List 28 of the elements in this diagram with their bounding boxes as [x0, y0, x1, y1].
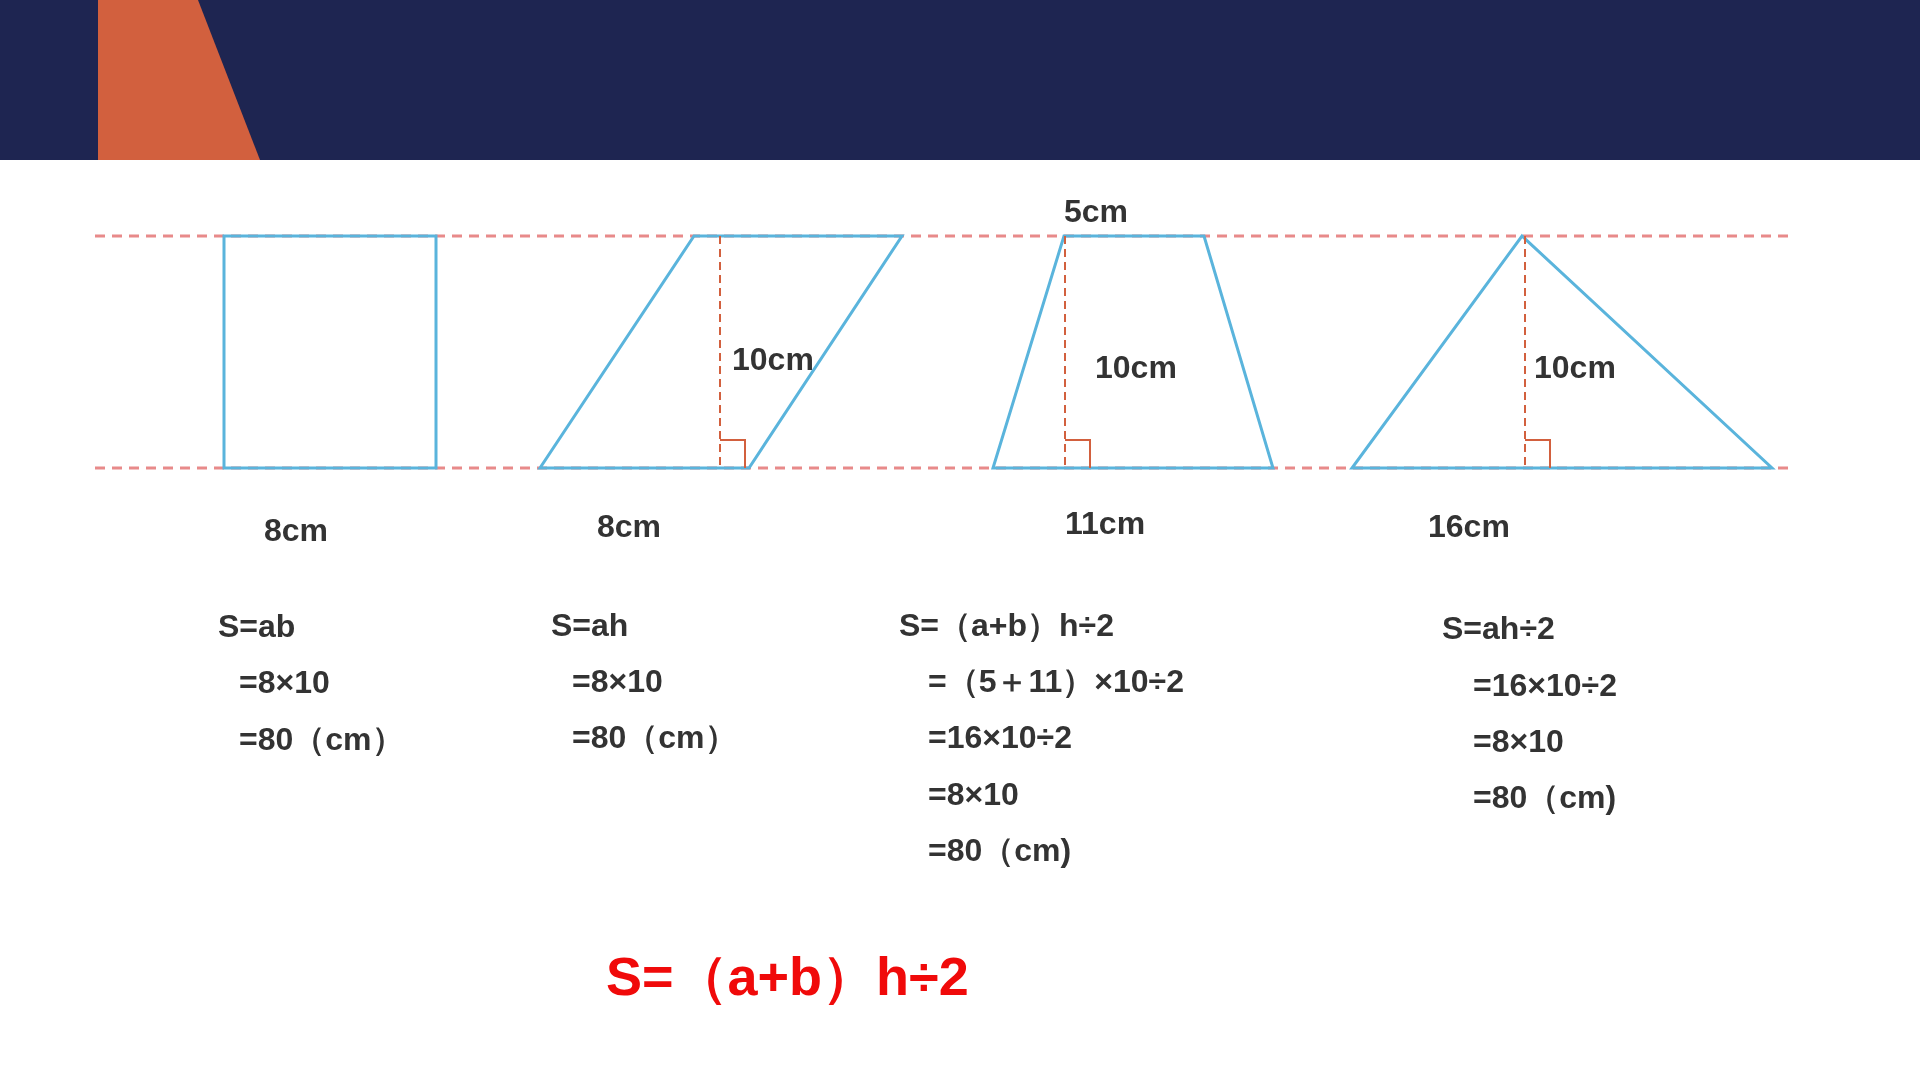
- formula-text: =8×10: [239, 665, 330, 701]
- trapezoid-shape: [990, 234, 1275, 470]
- dimension-label: 10cm: [1534, 350, 1616, 386]
- dimension-label: 10cm: [1095, 350, 1177, 386]
- formula-text: =8×10: [572, 664, 663, 700]
- dimension-label: 8cm: [597, 509, 662, 545]
- dimension-label: 10cm: [732, 342, 814, 378]
- formula-text: =80（cm）: [239, 722, 404, 758]
- formula-highlight: S=（a+b）h÷2: [606, 947, 969, 1007]
- formula-text: S=ah: [551, 608, 629, 644]
- formula-text: =80（cm): [928, 833, 1072, 869]
- dimension-label: 16cm: [1428, 509, 1510, 545]
- formula-text: =8×10: [1473, 724, 1564, 760]
- formula-text: =8×10: [928, 777, 1019, 813]
- formula-text: =16×10÷2: [928, 720, 1072, 756]
- parallelogram-shape: [537, 234, 905, 470]
- formula-text: =80（cm): [1473, 780, 1617, 816]
- triangle-shape: [1349, 233, 1776, 470]
- formula-text: S=ah÷2: [1442, 611, 1555, 647]
- rectangle-shape: [222, 234, 438, 470]
- formula-text: =（5＋11）×10÷2: [928, 664, 1184, 700]
- dimension-label: 11cm: [1065, 506, 1146, 542]
- dimension-label: 5cm: [1064, 194, 1129, 230]
- formula-text: S=ab: [218, 609, 296, 645]
- formula-text: =80（cm）: [572, 720, 737, 756]
- formula-text: =16×10÷2: [1473, 668, 1617, 704]
- formula-text: S=（a+b）h÷2: [899, 608, 1114, 644]
- dimension-label: 8cm: [264, 513, 329, 549]
